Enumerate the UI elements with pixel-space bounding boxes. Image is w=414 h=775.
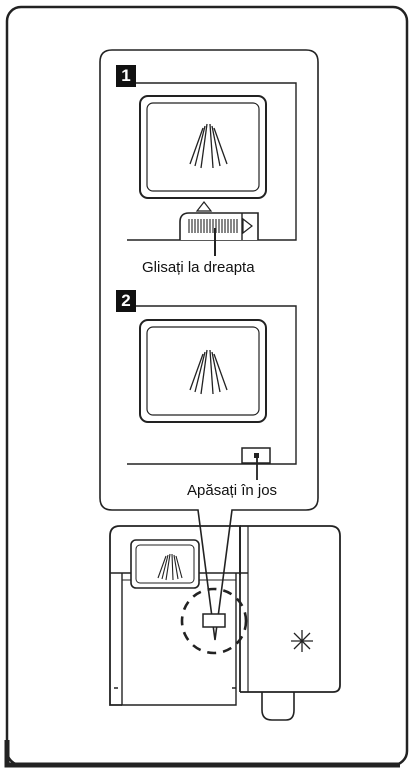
rinse-aid-indicator-icon	[189, 123, 228, 169]
rinse-aid-indicator-icon	[189, 349, 228, 395]
slide-up-triangle-icon	[195, 201, 213, 212]
slide-arrow-icon	[242, 217, 253, 235]
slider-knob	[179, 212, 259, 240]
page-frame	[4, 5, 409, 768]
highlight-dashed-circle	[180, 587, 248, 655]
sparkle-icon	[291, 630, 313, 652]
step-2-badge: 2	[116, 290, 136, 312]
dispenser-illustration	[109, 525, 341, 721]
step-2-caption: Apăsați în jos	[187, 482, 278, 499]
step-2-panel	[127, 305, 297, 480]
step-1-badge: 1	[116, 65, 136, 87]
step-1-panel	[127, 82, 297, 256]
step-1-caption: Glisați la dreapta	[142, 259, 255, 276]
